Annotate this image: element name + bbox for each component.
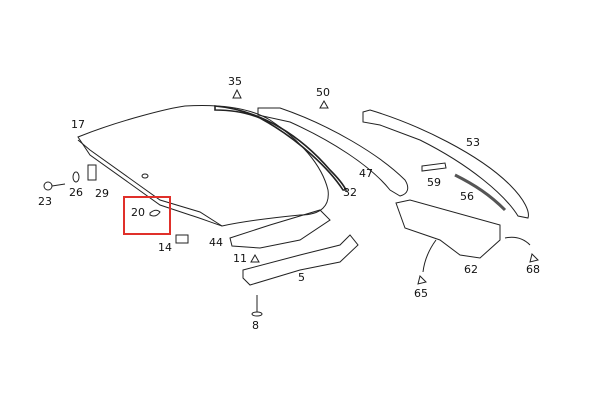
selected-part-highlight — [123, 196, 171, 235]
part-label-23[interactable]: 23 — [38, 195, 52, 208]
clip-20 — [149, 209, 161, 217]
screw-59 — [421, 162, 447, 172]
part-label-5[interactable]: 5 — [298, 271, 305, 284]
part-label-17[interactable]: 17 — [71, 118, 85, 131]
part-label-44[interactable]: 44 — [209, 236, 223, 249]
part-label-11[interactable]: 11 — [233, 252, 247, 265]
trim-strip-47 — [257, 107, 409, 197]
part-label-14[interactable]: 14 — [158, 241, 172, 254]
clip-29 — [87, 164, 97, 181]
part-label-65[interactable]: 65 — [414, 287, 428, 300]
plug-26 — [72, 171, 80, 183]
clip-14 — [175, 234, 189, 244]
screw-8 — [251, 295, 263, 317]
part-label-56[interactable]: 56 — [460, 190, 474, 203]
panel-44 — [229, 209, 331, 249]
part-label-47[interactable]: 47 — [359, 167, 373, 180]
part-label-29[interactable]: 29 — [95, 187, 109, 200]
arrow-65 — [422, 239, 437, 273]
screw-23 — [43, 181, 66, 191]
clip-68 — [529, 253, 539, 263]
rear-window-glass — [77, 105, 329, 227]
part-label-32[interactable]: 32 — [343, 186, 357, 199]
part-label-26[interactable]: 26 — [69, 186, 83, 199]
clip-35 — [232, 88, 242, 99]
part-label-68[interactable]: 68 — [526, 263, 540, 276]
clip-65 — [417, 275, 427, 285]
part-label-59[interactable]: 59 — [427, 176, 441, 189]
clip-50 — [319, 99, 329, 109]
strip-56 — [454, 173, 507, 212]
moulding-strip-32 — [214, 105, 348, 191]
trim-rail-53 — [362, 109, 529, 219]
part-label-53[interactable]: 53 — [466, 136, 480, 149]
part-label-20[interactable]: 20 — [131, 206, 145, 219]
part-label-8[interactable]: 8 — [252, 319, 259, 332]
part-label-62[interactable]: 62 — [464, 263, 478, 276]
clip-11 — [250, 253, 260, 263]
part-label-50[interactable]: 50 — [316, 86, 330, 99]
bracket-62 — [395, 199, 501, 259]
glass-seal-strip — [77, 139, 223, 227]
part-label-35[interactable]: 35 — [228, 75, 242, 88]
panel-5 — [242, 234, 359, 286]
